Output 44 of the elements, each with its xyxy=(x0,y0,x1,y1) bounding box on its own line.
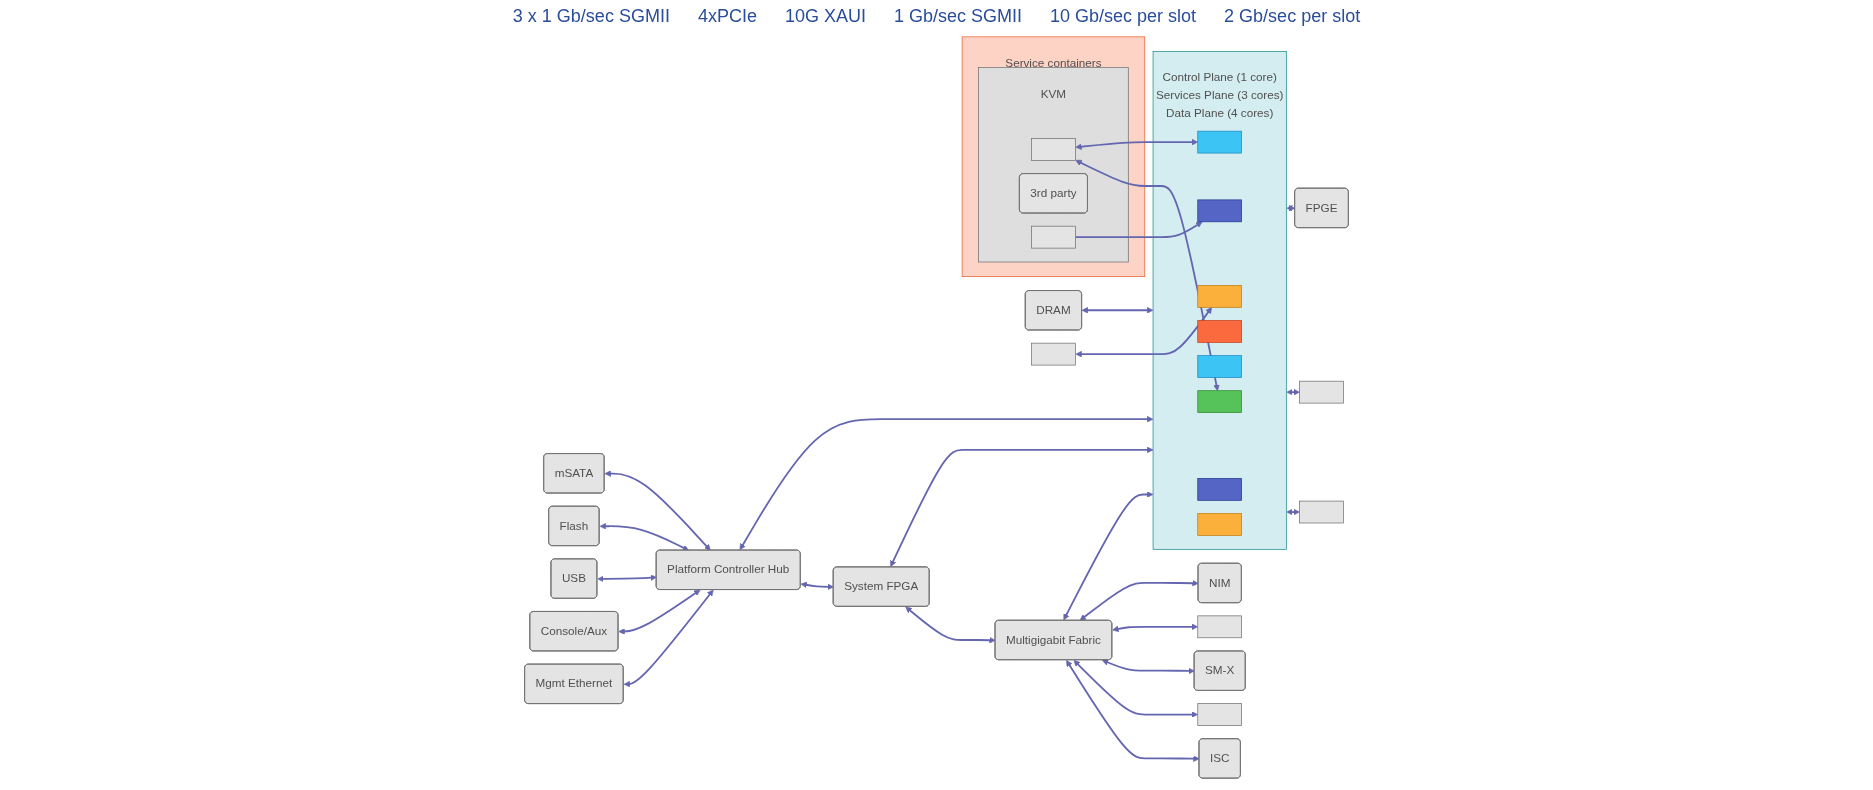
arrow xyxy=(1286,388,1300,396)
arrow xyxy=(1286,508,1300,516)
arrow xyxy=(623,589,714,688)
node-box xyxy=(1031,138,1076,161)
arrow xyxy=(1079,580,1199,621)
arrow xyxy=(800,581,834,591)
node-box xyxy=(1197,513,1242,536)
arrow xyxy=(1075,138,1199,150)
arrow xyxy=(1074,221,1203,239)
link-label: 4xPCIe xyxy=(697,6,757,27)
link-label: 10 Gb/sec per slot xyxy=(1050,6,1197,27)
arrow xyxy=(1063,491,1154,621)
node-box xyxy=(1197,390,1242,413)
link-label: 10G XAUI xyxy=(784,6,866,27)
arrow xyxy=(597,574,657,583)
arrow xyxy=(905,606,996,644)
cluster: Control Plane (1 core) Services Plane (3 cores) Data Plane (4 cores) xyxy=(1152,51,1287,550)
arrow xyxy=(1073,660,1199,718)
arrow xyxy=(1066,660,1200,762)
arrow xyxy=(1101,659,1195,675)
node-box xyxy=(1197,355,1242,378)
node-box xyxy=(1299,380,1344,404)
node-box xyxy=(1197,703,1242,726)
arrow xyxy=(890,446,1154,567)
node-box xyxy=(1197,199,1242,223)
node-box xyxy=(1197,320,1242,343)
link-label: 3 x 1 Gb/sec SGMII xyxy=(512,6,670,27)
node-box xyxy=(1299,500,1344,524)
node-box xyxy=(1197,478,1242,501)
link-label: 1 Gb/sec SGMII xyxy=(893,6,1022,27)
arrow xyxy=(1081,307,1154,314)
node-box xyxy=(1031,225,1076,249)
arrow xyxy=(618,589,701,635)
arrow xyxy=(599,523,690,551)
arrow xyxy=(739,416,1154,551)
node-box xyxy=(1197,615,1242,639)
arrow xyxy=(1286,204,1296,212)
arrow xyxy=(1112,623,1199,632)
link-label: 2 Gb/sec per slot xyxy=(1224,6,1361,27)
node-box xyxy=(1031,342,1076,366)
arrow xyxy=(1075,307,1212,358)
node-box xyxy=(1197,285,1242,308)
node-box xyxy=(1197,130,1242,154)
arrow xyxy=(604,470,711,551)
